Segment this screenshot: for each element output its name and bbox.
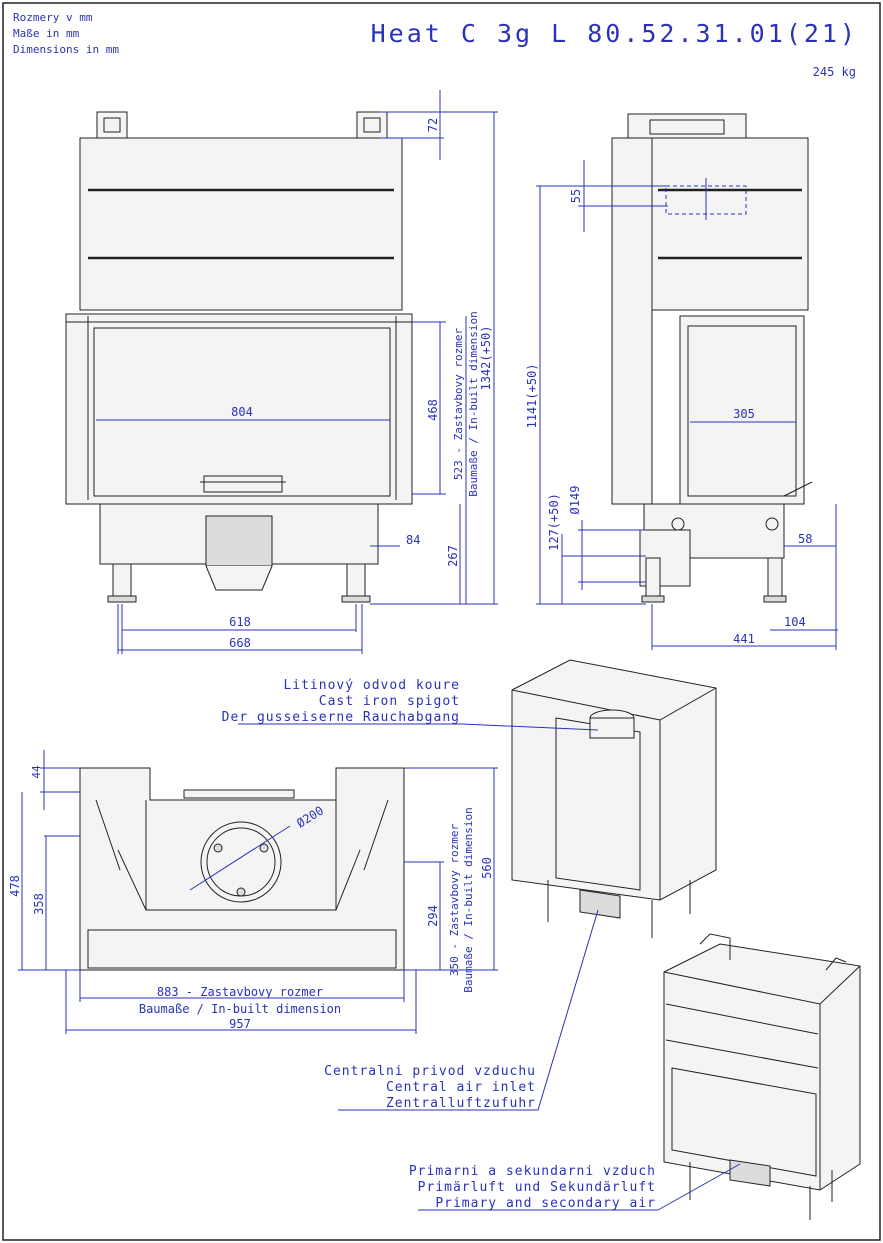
callout-primary-air: Primarni a sekundarni vzduch Primärluft … [409,1163,741,1211]
dim-58: 58 [798,532,812,546]
dim-560: 560 [480,857,494,879]
callout-spigot-de: Der gusseiserne Rauchabgang [222,710,460,725]
dim-294: 294 [426,905,440,927]
dim-523-label-2: Baumaße / In-built dimension [467,311,480,496]
dim-468: 468 [426,399,440,421]
front-glass [93,327,391,497]
top-handle-rod-left [95,799,121,871]
front-foot-right [346,563,366,599]
front-view: 804 72 468 523 - Zastavbovy rozmer Bauma… [65,90,498,654]
dim-358: 358 [32,893,46,915]
dim-523-label: 523 - Zastavbovy rozmer [452,327,465,480]
callout-primary-de: Primärluft und Sekundärluft [418,1180,656,1195]
dim-441: 441 [733,632,755,646]
side-foot-left [645,557,661,599]
front-handle-right [356,111,388,139]
front-grate [203,475,283,493]
side-glass [687,325,797,497]
flue-spigot [200,821,282,903]
dim-883-label-2: Baumaße / In-built dimension [139,1002,341,1016]
dim-44: 44 [30,765,43,779]
callout-spigot-cz: Litinový odvod koure [283,678,460,693]
side-glass-frame [679,315,805,505]
units-label-de: Maße in mm [13,27,80,40]
iso-front-body [663,943,861,1191]
model-title: Heat C 3g L 80.52.31.01(21) [371,19,858,48]
side-foot-right [767,557,783,599]
iso-rear-body [511,659,717,901]
dim-478: 478 [8,875,22,897]
dim-104: 104 [784,615,806,629]
dim-957: 957 [229,1017,251,1031]
front-top-body [79,137,403,311]
front-frame [65,313,413,505]
dim-350-label: 350 - Zastavbovy rozmer [448,823,461,976]
dim-127: 127(+50) [547,493,561,551]
callout-spigot: Litinový odvod koure Cast iron spigot De… [222,678,599,731]
iso-view-front [663,933,861,1220]
dim-804: 804 [231,405,253,419]
callout-air-cz: Centralni privod vzduchu [324,1064,536,1079]
side-front-column [611,137,653,505]
iso-air-inlet [579,889,621,919]
front-foot-left [112,563,132,599]
callout-spigot-en: Cast iron spigot [319,694,460,709]
callout-air-de: Zentralluftzufuhr [386,1096,536,1111]
iso-front-glass [671,1067,817,1177]
weight-label: 245 kg [813,65,856,79]
top-handle-rod-right [363,799,389,871]
dim-149: Ø149 [568,486,582,515]
dim-305: 305 [733,407,755,421]
front-handle-left [96,111,128,139]
dim-668: 668 [229,636,251,650]
callout-air-en: Central air inlet [386,1080,536,1095]
front-air-box [205,515,273,567]
dim-267: 267 [446,545,460,567]
iso-view-rear [511,659,717,938]
top-view: Ø200 44 478 358 294 350 - Zastavbovy roz… [8,750,498,1034]
units-label-cz: Rozmery v mm [13,11,93,24]
dim-55: 55 [569,189,583,203]
dim-1342: 1342(+50) [479,325,493,390]
callout-primary-cz: Primarni a sekundarni vzduch [409,1164,656,1179]
header: Rozmery v mm Maße in mm Dimensions in mm… [13,11,858,79]
side-view: 55 1141(+50) 305 Ø149 127(+50) 58 104 44… [525,113,838,650]
dim-1141: 1141(+50) [525,363,539,428]
dim-618: 618 [229,615,251,629]
dim-84: 84 [406,533,420,547]
dim-72: 72 [426,118,440,132]
dim-883-label: 883 - Zastavbovy rozmer [157,985,323,999]
callout-air-inlet: Centralni privod vzduchu Central air inl… [324,909,599,1111]
units-label-en: Dimensions in mm [13,43,119,56]
dim-350-label-2: Baumaße / In-built dimension [462,807,475,992]
callout-primary-en: Primary and secondary air [435,1196,656,1211]
